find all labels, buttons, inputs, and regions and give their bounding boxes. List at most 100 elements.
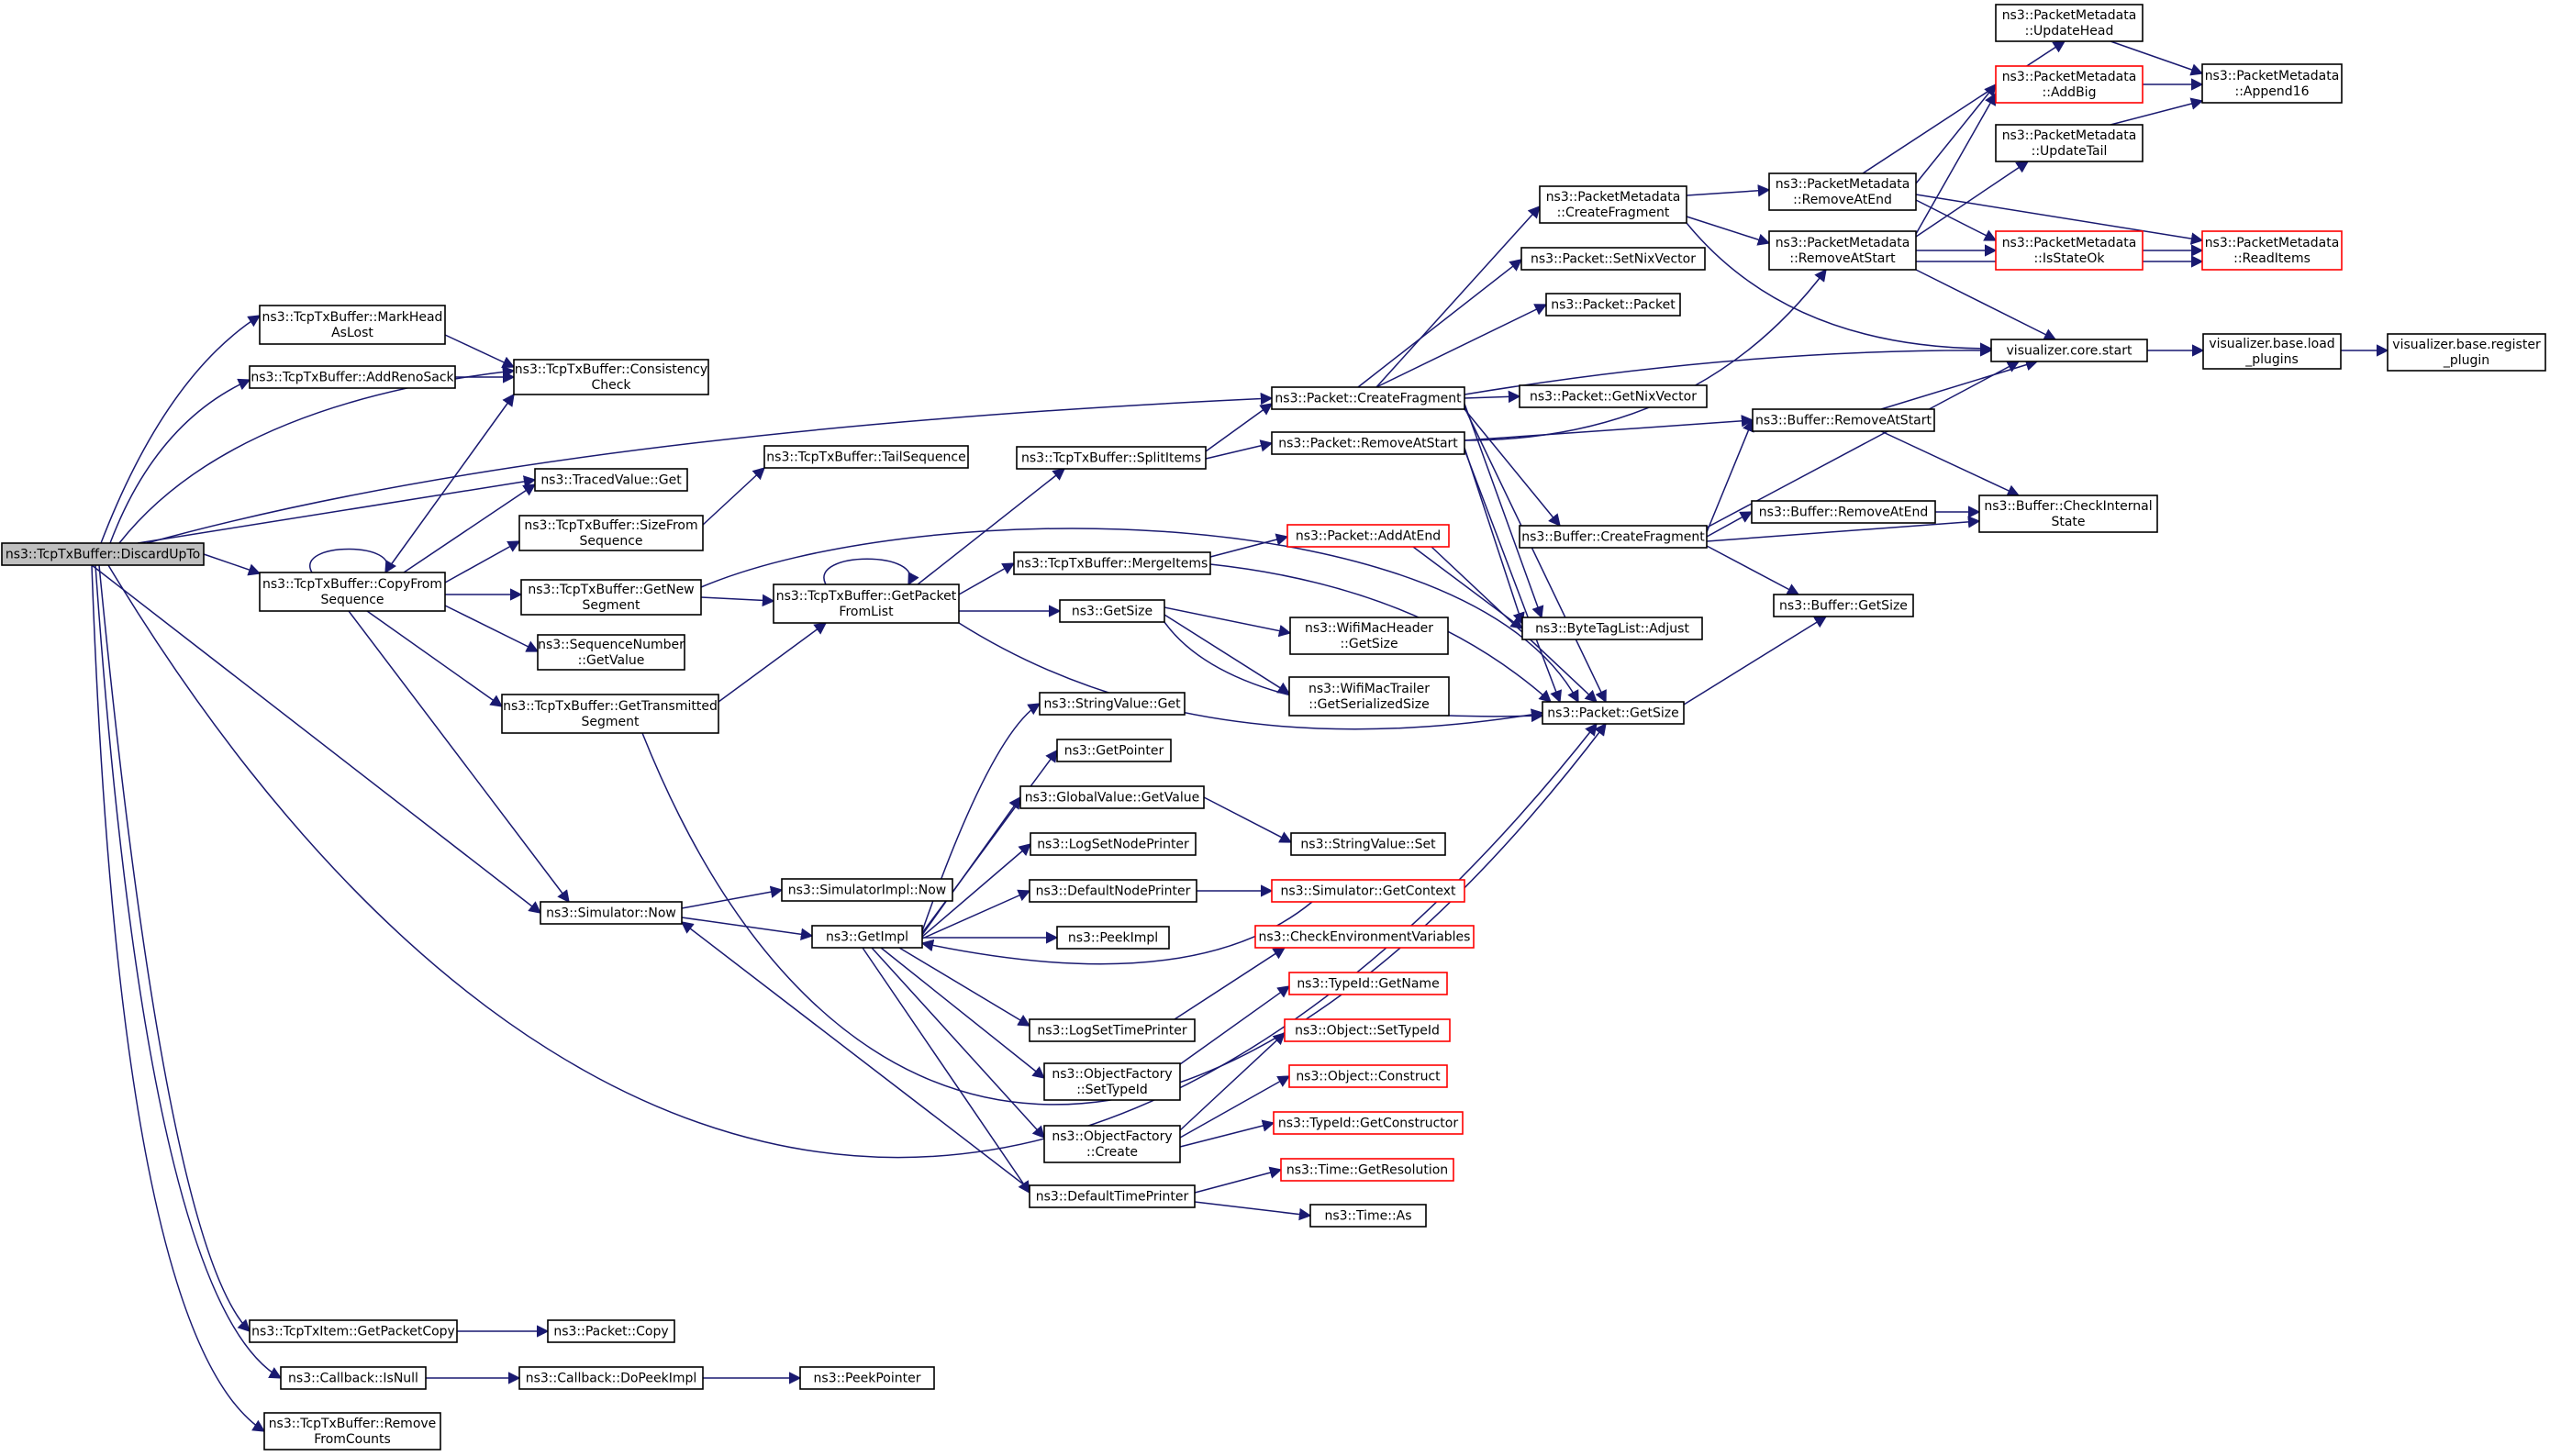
- node-label: ::GetSize: [1340, 637, 1397, 651]
- node-box: [540, 901, 683, 925]
- node-tracedget[interactable]: ns3::TracedValue::Get: [534, 468, 688, 492]
- node-tailseq[interactable]: ns3::TcpTxBuffer::TailSequence: [763, 445, 969, 469]
- edge-deftime-to-timeres: [1194, 1166, 1283, 1194]
- node-itemgetcopy[interactable]: ns3::TcpTxItem::GetPacketCopy: [249, 1319, 458, 1343]
- node-pktremoveatstart[interactable]: ns3::Packet::RemoveAtStart: [1271, 431, 1465, 455]
- node-addreno[interactable]: ns3::TcpTxBuffer::AddRenoSack: [249, 365, 456, 389]
- node-peekpointer[interactable]: ns3::PeekPointer: [799, 1366, 935, 1390]
- node-ofcreate[interactable]: ns3::ObjectFactory::Create: [1043, 1125, 1181, 1163]
- node-viscore[interactable]: visualizer.core.start: [1990, 339, 2148, 362]
- edge-root-to-tracedget: [137, 475, 537, 544]
- node-label: ns3::TcpTxBuffer::DiscardUpTo: [6, 548, 200, 562]
- node-bufremoveatstart[interactable]: ns3::Buffer::RemoveAtStart: [1752, 408, 1935, 432]
- node-label: ns3::TcpTxBuffer::MergeItems: [1017, 557, 1208, 572]
- node-pktpkt[interactable]: ns3::Packet::Packet: [1545, 293, 1681, 317]
- node-splititems[interactable]: ns3::TcpTxBuffer::SplitItems: [1016, 446, 1207, 470]
- node-objconstruct[interactable]: ns3::Object::Construct: [1288, 1064, 1448, 1088]
- edge-root-to-removefromcounts: [91, 564, 266, 1432]
- node-box: [1271, 431, 1465, 455]
- node-pmcreatefrag[interactable]: ns3::PacketMetadata::CreateFragment: [1539, 185, 1687, 224]
- node-getsize[interactable]: ns3::GetSize: [1059, 599, 1165, 623]
- node-wifitrailer[interactable]: ns3::WifiMacTrailer::GetSerializedSize: [1288, 676, 1450, 717]
- node-globalget[interactable]: ns3::GlobalValue::GetValue: [1019, 785, 1205, 809]
- node-root[interactable]: ns3::TcpTxBuffer::DiscardUpTo: [1, 542, 205, 566]
- node-pktcreatefrag[interactable]: ns3::Packet::CreateFragment: [1271, 386, 1465, 410]
- node-pktcopy[interactable]: ns3::Packet::Copy: [547, 1319, 675, 1343]
- edge-pmupdatetail-to-pmappend16: [2110, 97, 2204, 126]
- node-pmisstateok[interactable]: ns3::PacketMetadata::IsStateOk: [1995, 230, 2144, 271]
- node-cbisnull[interactable]: ns3::Callback::IsNull: [280, 1366, 427, 1390]
- node-mergeitems[interactable]: ns3::TcpTxBuffer::MergeItems: [1013, 551, 1211, 575]
- node-box: [259, 305, 446, 345]
- node-label: Sequence: [579, 534, 642, 549]
- node-typeidctor[interactable]: ns3::TypeId::GetConstructor: [1273, 1111, 1464, 1135]
- node-simnow[interactable]: ns3::Simulator::Now: [540, 901, 683, 925]
- node-label: FromCounts: [314, 1432, 391, 1447]
- node-bufremoveatend[interactable]: ns3::Buffer::RemoveAtEnd: [1751, 500, 1936, 524]
- node-label: ns3::LogSetTimePrinter: [1037, 1024, 1187, 1039]
- node-bytetag[interactable]: ns3::ByteTagList::Adjust: [1521, 617, 1703, 640]
- node-box: [1995, 65, 2144, 104]
- node-box: [1752, 408, 1935, 432]
- node-peekimpl[interactable]: ns3::PeekImpl: [1056, 926, 1170, 950]
- node-label: ns3::TcpTxBuffer::Consistency: [515, 362, 707, 377]
- node-logsetnode[interactable]: ns3::LogSetNodePrinter: [1030, 832, 1197, 856]
- node-bufgetsize[interactable]: ns3::Buffer::GetSize: [1773, 594, 1914, 617]
- node-checkenv[interactable]: ns3::CheckEnvironmentVariables: [1254, 925, 1475, 949]
- node-label: ns3::PacketMetadata: [2002, 128, 2137, 143]
- node-typeidname[interactable]: ns3::TypeId::GetName: [1288, 972, 1448, 995]
- node-label: ns3::TcpTxBuffer::Remove: [269, 1417, 437, 1431]
- node-stringset[interactable]: ns3::StringValue::Set: [1290, 832, 1446, 856]
- node-setnix[interactable]: ns3::Packet::SetNixVector: [1520, 247, 1706, 271]
- node-objsettypeid[interactable]: ns3::Object::SetTypeId: [1284, 1018, 1451, 1042]
- node-pmaddbig[interactable]: ns3::PacketMetadata::AddBig: [1995, 65, 2144, 104]
- edge-globalget-to-stringset: [1203, 796, 1293, 843]
- node-getnix[interactable]: ns3::Packet::GetNixVector: [1519, 384, 1708, 408]
- node-seqgetvalue[interactable]: ns3::SequenceNumber::GetValue: [537, 634, 685, 671]
- node-box: [1029, 879, 1197, 903]
- node-ofsettypeid[interactable]: ns3::ObjectFactory::SetTypeId: [1043, 1062, 1181, 1101]
- node-pmupdatetail[interactable]: ns3::PacketMetadata::UpdateTail: [1995, 124, 2144, 162]
- node-pmappend16[interactable]: ns3::PacketMetadata::Append16: [2201, 63, 2343, 104]
- node-box: [1043, 1125, 1181, 1163]
- node-bufcreatefrag[interactable]: ns3::Buffer::CreateFragment: [1519, 525, 1708, 549]
- node-label: ns3::TcpTxBuffer::AddRenoSack: [251, 371, 454, 385]
- node-pmupdatehead[interactable]: ns3::PacketMetadata::UpdateHead: [1995, 4, 2144, 42]
- node-label: ns3::WifiMacHeader: [1305, 621, 1433, 636]
- node-pktaddatend[interactable]: ns3::Packet::AddAtEnd: [1286, 524, 1450, 548]
- node-cbdopeek[interactable]: ns3::Callback::DoPeekImpl: [518, 1366, 704, 1390]
- node-simimplnow[interactable]: ns3::SimulatorImpl::Now: [781, 878, 953, 902]
- node-wifimac[interactable]: ns3::WifiMacHeader::GetSize: [1289, 617, 1449, 655]
- node-deftime[interactable]: ns3::DefaultTimePrinter: [1029, 1184, 1196, 1208]
- node-pmremoveatstart[interactable]: ns3::PacketMetadata::RemoveAtStart: [1768, 230, 1917, 271]
- node-label: Segment: [583, 598, 641, 613]
- node-timeres[interactable]: ns3::Time::GetResolution: [1280, 1158, 1454, 1182]
- edge-pktcreatefrag-to-pktpkt: [1375, 304, 1548, 388]
- node-getimpl[interactable]: ns3::GetImpl: [811, 925, 923, 949]
- node-visregister[interactable]: visualizer.base.register_plugin: [2387, 333, 2546, 372]
- edge-pktcreatefrag-to-getnix: [1464, 390, 1521, 404]
- node-box: [1286, 524, 1450, 548]
- node-label: visualizer.base.load: [2209, 337, 2334, 351]
- node-defnode[interactable]: ns3::DefaultNodePrinter: [1029, 879, 1197, 903]
- node-logsettime[interactable]: ns3::LogSetTimePrinter: [1029, 1018, 1196, 1042]
- node-pmreaditems[interactable]: ns3::PacketMetadata::ReadItems: [2201, 230, 2343, 271]
- edge-root-to-pktcreatefrag: [146, 392, 1274, 544]
- node-timeas[interactable]: ns3::Time::As: [1309, 1204, 1427, 1228]
- node-simgetctx[interactable]: ns3::Simulator::GetContext: [1271, 879, 1465, 903]
- node-getpointer[interactable]: ns3::GetPointer: [1056, 739, 1172, 762]
- node-stringget[interactable]: ns3::StringValue::Get: [1039, 692, 1186, 716]
- node-visload[interactable]: visualizer.base.load_plugins: [2202, 333, 2342, 370]
- node-pmremoveatend[interactable]: ns3::PacketMetadata::RemoveAtEnd: [1768, 172, 1917, 211]
- edge-copyfrom-to-seqgetvalue: [444, 605, 540, 652]
- node-pktgetsize[interactable]: ns3::Packet::GetSize: [1542, 701, 1685, 725]
